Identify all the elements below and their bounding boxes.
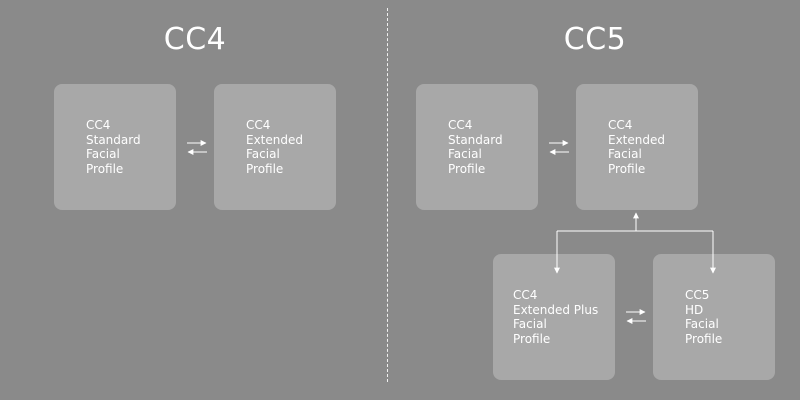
box-label: CC5 HD Facial Profile bbox=[685, 288, 771, 346]
box-label-line: CC5 bbox=[685, 288, 710, 302]
box-label-line: CC4 bbox=[608, 118, 633, 132]
box-label: CC4 Extended Facial Profile bbox=[608, 118, 694, 176]
box-label: CC4 Extended Facial Profile bbox=[246, 118, 332, 176]
cc5-standard-profile-box: CC4 Standard Facial Profile bbox=[416, 84, 538, 210]
box-label-line: Extended Plus bbox=[513, 302, 599, 317]
box-label-line: Extended bbox=[608, 132, 665, 147]
box-label-line: Facial bbox=[685, 317, 719, 331]
box-label-line: Facial bbox=[513, 317, 547, 331]
box-label-line: Facial bbox=[448, 147, 482, 161]
box-label-line: Profile bbox=[685, 331, 723, 346]
box-label-line: CC4 bbox=[246, 118, 271, 132]
box-label-line: Standard bbox=[448, 132, 503, 147]
box-label-line: Profile bbox=[246, 161, 284, 176]
box-label-line: Profile bbox=[448, 161, 486, 176]
cc4-standard-profile-box: CC4 Standard Facial Profile bbox=[54, 84, 176, 210]
box-label: CC4 Extended Plus Facial Profile bbox=[513, 288, 611, 346]
box-label-line: Facial bbox=[246, 147, 280, 161]
box-label-line: Standard bbox=[86, 132, 141, 147]
section-divider bbox=[387, 8, 388, 382]
box-label-line: CC4 bbox=[513, 288, 538, 302]
cc5-section-title: CC5 bbox=[563, 22, 627, 57]
box-label-line: Facial bbox=[86, 147, 120, 161]
cc5-extended-plus-profile-box: CC4 Extended Plus Facial Profile bbox=[493, 254, 615, 380]
box-label-line: Profile bbox=[513, 331, 551, 346]
cc5-hd-profile-box: CC5 HD Facial Profile bbox=[653, 254, 775, 380]
cc5-extended-profile-box: CC4 Extended Facial Profile bbox=[576, 84, 698, 210]
box-label-line: HD bbox=[685, 302, 704, 317]
cc4-section-title: CC4 bbox=[163, 22, 227, 57]
box-label: CC4 Standard Facial Profile bbox=[86, 118, 172, 176]
box-label-line: Extended bbox=[246, 132, 303, 147]
box-label-line: CC4 bbox=[448, 118, 473, 132]
cc4-extended-profile-box: CC4 Extended Facial Profile bbox=[214, 84, 336, 210]
box-label-line: CC4 bbox=[86, 118, 111, 132]
box-label-line: Facial bbox=[608, 147, 642, 161]
box-label-line: Profile bbox=[86, 161, 124, 176]
box-label-line: Profile bbox=[608, 161, 646, 176]
box-label: CC4 Standard Facial Profile bbox=[448, 118, 534, 176]
